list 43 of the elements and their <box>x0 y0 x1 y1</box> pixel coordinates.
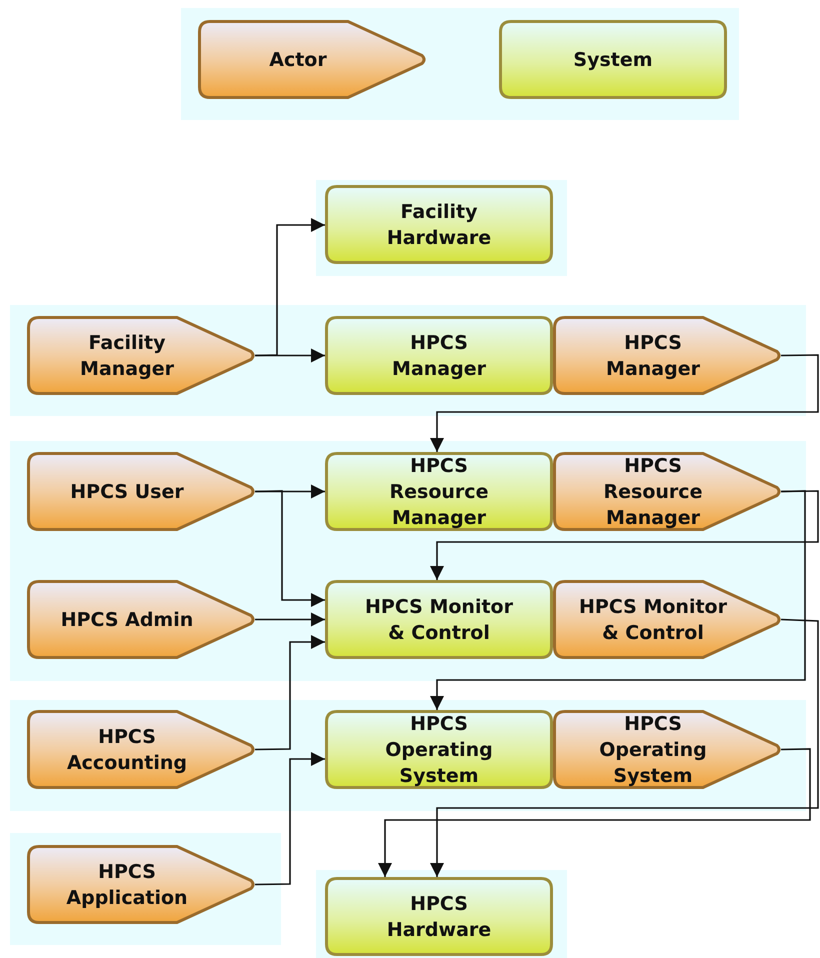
arrow <box>430 354 819 452</box>
arrow <box>430 618 819 877</box>
system-box <box>325 710 553 789</box>
node-label: HPCS User <box>70 480 184 504</box>
node-label: HPCS Accounting <box>66 724 188 776</box>
actor-shape <box>553 452 781 531</box>
actor-shape <box>27 710 255 789</box>
node-label: HPCS Resource Manager <box>602 454 704 530</box>
arrow <box>378 748 811 877</box>
node-label: HPCS Application <box>65 860 189 910</box>
actor-shape <box>27 316 255 395</box>
actor-shape <box>553 580 781 659</box>
node-label: HPCS Operating System <box>598 712 708 788</box>
system-box <box>325 316 553 395</box>
arrow <box>255 484 325 498</box>
node-label: HPCS Manager <box>605 330 701 382</box>
arrow <box>430 490 806 710</box>
actor-shape <box>27 580 255 659</box>
system-box <box>325 580 553 659</box>
arrow <box>254 635 325 750</box>
actor-shape <box>27 452 255 531</box>
arrow <box>254 752 325 886</box>
node-label: HPCS Manager <box>391 330 487 382</box>
legend-label: System <box>573 48 653 72</box>
arrow <box>254 490 325 607</box>
node-label: HPCS Operating System <box>384 712 494 788</box>
node-label: Facility Hardware <box>386 200 492 250</box>
actor-shape <box>553 710 781 789</box>
arrow <box>255 612 325 626</box>
system-box <box>325 185 553 264</box>
system-box <box>325 452 553 531</box>
node-label: HPCS Admin <box>60 608 194 632</box>
node-label: HPCS Monitor & Control <box>364 594 514 646</box>
actor-shape <box>553 316 781 395</box>
node-label: HPCS Monitor & Control <box>578 594 728 646</box>
node-label: HPCS Hardware <box>386 892 492 942</box>
system-box <box>325 877 553 956</box>
node-label: Facility Manager <box>79 330 175 382</box>
arrow <box>430 490 819 580</box>
arrow <box>255 348 325 362</box>
actor-shape <box>27 845 255 924</box>
node-label: HPCS Resource Manager <box>388 454 490 530</box>
legend-label: Actor <box>269 48 327 72</box>
